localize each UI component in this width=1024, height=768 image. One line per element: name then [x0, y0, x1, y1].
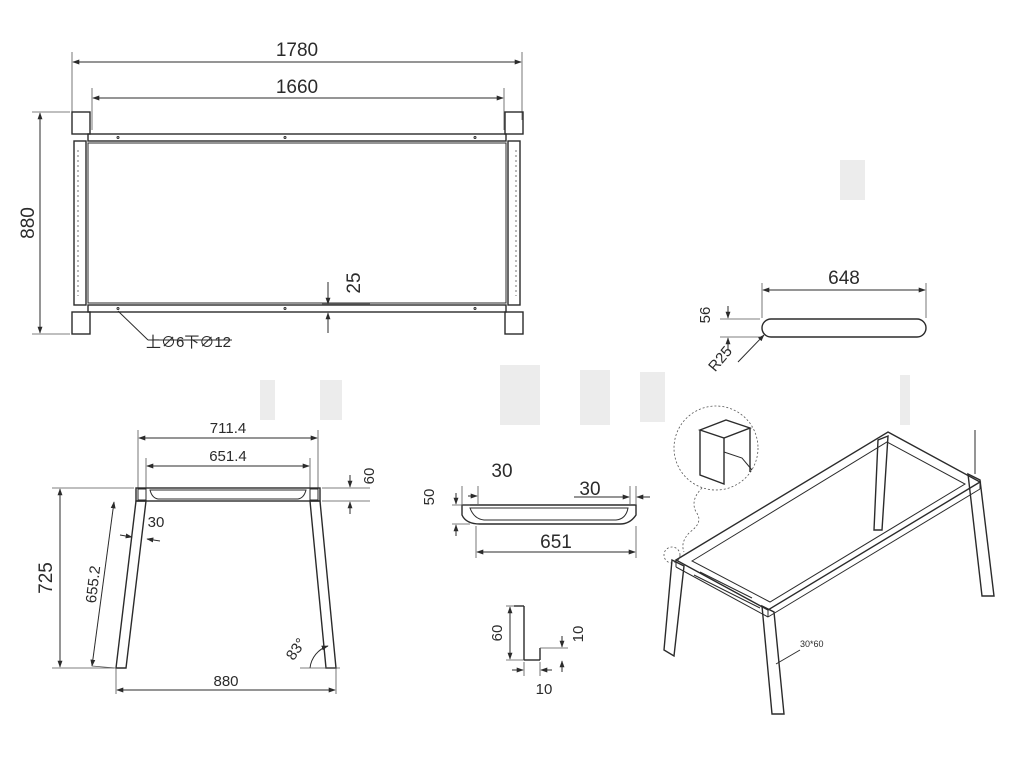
- tube-height-label: 60: [489, 625, 506, 642]
- side-view: 711.4 651.4 60 30 725 655.2 8: [36, 420, 378, 694]
- overall-width-label: 1780: [276, 40, 318, 61]
- iso-tube-size-label: 30*60: [800, 639, 824, 649]
- section-length-label: 651: [540, 532, 572, 553]
- side-leg-length-label: 655.2: [83, 565, 104, 604]
- side-inner-width-label: 651.4: [209, 448, 247, 465]
- side-rail-height-label: 60: [361, 468, 378, 485]
- depth-label: 880: [18, 207, 39, 239]
- rail-length-label: 648: [828, 268, 860, 289]
- tube-wall-width-label: 10: [536, 681, 553, 698]
- rail-section: 50 30 30 651: [421, 461, 650, 558]
- top-view: 1780 1660 880 25: [18, 40, 524, 351]
- side-leg-width-label: 30: [148, 514, 165, 531]
- side-height-label: 725: [36, 562, 57, 594]
- section-height-label: 50: [421, 489, 438, 506]
- tube-profile: 60 10 10: [489, 605, 587, 698]
- rail-radius-label: R25: [705, 343, 736, 375]
- inner-width-label: 1660: [276, 77, 318, 98]
- tube-wall-height-label: 10: [570, 626, 587, 643]
- isometric-view: 30*60: [663, 405, 995, 715]
- watermark: [260, 160, 910, 425]
- rail-detail: 648 56 R25: [697, 268, 927, 375]
- rail-width-label: 25: [344, 272, 365, 293]
- rail-height-label: 56: [697, 307, 714, 324]
- side-base-width-label: 880: [213, 673, 238, 690]
- side-leg-angle-label: 83°: [283, 635, 310, 663]
- section-left-inset-label: 30: [491, 461, 512, 482]
- side-top-width-label: 711.4: [210, 420, 246, 437]
- section-right-inset-label: 30: [579, 479, 600, 500]
- hole-note-label: 上∅6下∅12: [146, 334, 231, 351]
